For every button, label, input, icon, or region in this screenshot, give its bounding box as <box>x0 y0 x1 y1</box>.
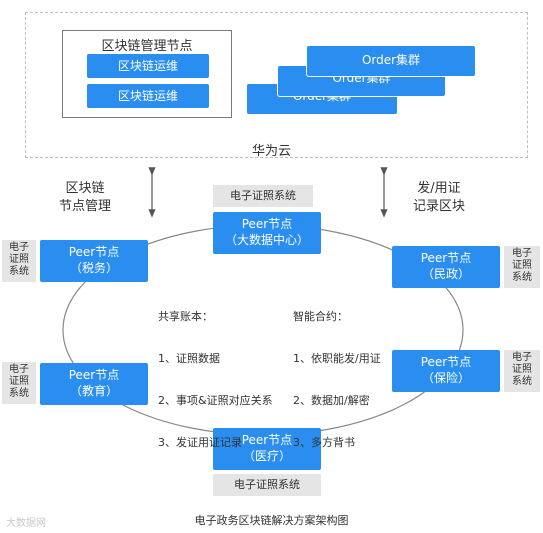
smart-contract-text: 智能合约： 1、依职能发/用证 2、数据加/解密 3、多方背书 <box>293 282 381 464</box>
peer-title: Peer节点 <box>241 217 293 231</box>
shared-ledger-title: 共享账本： <box>158 310 213 323</box>
peer-node-big-data-center: Peer节点 （大数据中心） <box>213 212 321 254</box>
peer-org: （医疗） <box>242 449 291 463</box>
tag-line: 证照 <box>9 376 29 387</box>
shared-ledger-item: 3、发证用证记录 <box>158 436 242 449</box>
peer-node-medical: Peer节点 （医疗） <box>213 428 321 470</box>
tag-line: 系统 <box>9 388 29 399</box>
tag-line: 证照 <box>9 254 29 265</box>
tag-line: 电子 <box>9 364 29 375</box>
peer-org: （教育） <box>69 384 118 398</box>
peer-node-tax: Peer节点 （税务） <box>40 240 148 282</box>
left-arrow-label-line1: 区块链 <box>65 181 105 196</box>
cert-system-tag-insurance: 电子 证照 系统 <box>504 350 540 392</box>
peer-title: Peer节点 <box>241 433 293 447</box>
peer-title: Peer节点 <box>68 368 120 382</box>
cert-system-tag-civil: 电子 证照 系统 <box>504 246 540 288</box>
peer-org: （保险） <box>421 371 470 385</box>
peer-org: （税务） <box>69 261 118 275</box>
tag-line: 系统 <box>512 272 532 283</box>
order-cluster-box-1: Order集群 <box>307 46 475 76</box>
peer-node-education: Peer节点 （教育） <box>40 363 148 405</box>
right-arrow-label-line1: 发/用证 <box>417 181 461 196</box>
peer-title: Peer节点 <box>420 251 472 265</box>
tag-line: 证照 <box>512 364 532 375</box>
smart-contract-item: 2、数据加/解密 <box>293 394 370 407</box>
peer-org: （大数据中心） <box>224 233 309 247</box>
shared-ledger-item: 2、事项&证照对应关系 <box>158 394 273 407</box>
tag-line: 系统 <box>9 266 29 277</box>
left-arrow-label: 区块链 节点管理 <box>50 180 120 216</box>
right-arrow-label: 发/用证 记录区块 <box>404 180 474 216</box>
tag-line: 电子 <box>512 352 532 363</box>
cert-system-tag-education: 电子 证照 系统 <box>2 362 36 404</box>
tag-line: 电子 <box>512 248 532 259</box>
cert-system-tag-tax: 电子 证照 系统 <box>2 240 36 282</box>
peer-node-civil-affairs: Peer节点 （民政） <box>392 246 500 288</box>
peer-title: Peer节点 <box>68 245 120 259</box>
smart-contract-item: 3、多方背书 <box>293 436 355 449</box>
right-arrow-label-line2: 记录区块 <box>412 199 465 214</box>
smart-contract-item: 1、依职能发/用证 <box>293 352 381 365</box>
bottom-cert-system: 电子证照系统 <box>213 474 321 496</box>
diagram-caption: 电子政务区块链解决方案架构图 <box>194 514 349 527</box>
shared-ledger-text: 共享账本： 1、证照数据 2、事项&证照对应关系 3、发证用证记录 <box>158 282 273 464</box>
peer-node-insurance: Peer节点 （保险） <box>392 350 500 392</box>
management-node-title: 区块链管理节点 <box>101 39 193 54</box>
tag-line: 电子 <box>9 242 29 253</box>
blockchain-ops-box-2: 区块链运维 <box>87 84 209 108</box>
peer-title: Peer节点 <box>420 355 472 369</box>
tag-line: 系统 <box>512 376 532 387</box>
peer-org: （民政） <box>421 267 470 281</box>
watermark-logo: 大数据网 <box>6 518 46 529</box>
blockchain-ops-box-1: 区块链运维 <box>87 54 209 78</box>
left-arrow-label-line2: 节点管理 <box>58 199 111 214</box>
cloud-label: 华为云 <box>251 144 291 159</box>
shared-ledger-item: 1、证照数据 <box>158 352 220 365</box>
top-cert-system: 电子证照系统 <box>213 185 313 207</box>
tag-line: 证照 <box>512 260 532 271</box>
smart-contract-title: 智能合约： <box>293 310 348 323</box>
